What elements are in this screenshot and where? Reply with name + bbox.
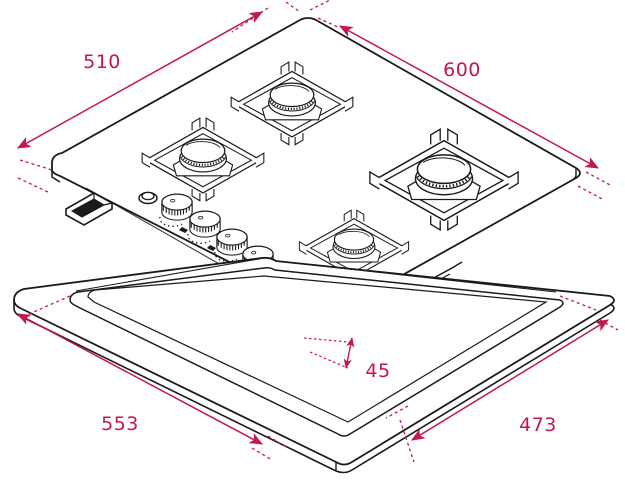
dimension-553 <box>17 295 289 461</box>
mounting-clip-left <box>65 192 113 226</box>
ignition-button[interactable] <box>138 191 158 205</box>
control-knob-1[interactable] <box>161 193 193 221</box>
dimension-600 <box>309 0 613 201</box>
dimension-label-553: 553 <box>101 413 139 435</box>
worktop-cutout-template <box>13 256 615 474</box>
control-knob-3[interactable] <box>216 228 248 256</box>
dimension-473 <box>385 295 619 463</box>
dimension-label-45: 45 <box>365 360 390 382</box>
dimension-45 <box>303 337 355 369</box>
control-knob-2[interactable] <box>189 210 221 238</box>
dimension-label-600: 600 <box>443 59 481 81</box>
dimension-label-510: 510 <box>83 51 121 73</box>
dimension-510 <box>17 1 301 194</box>
dimension-label-473: 473 <box>519 414 557 436</box>
